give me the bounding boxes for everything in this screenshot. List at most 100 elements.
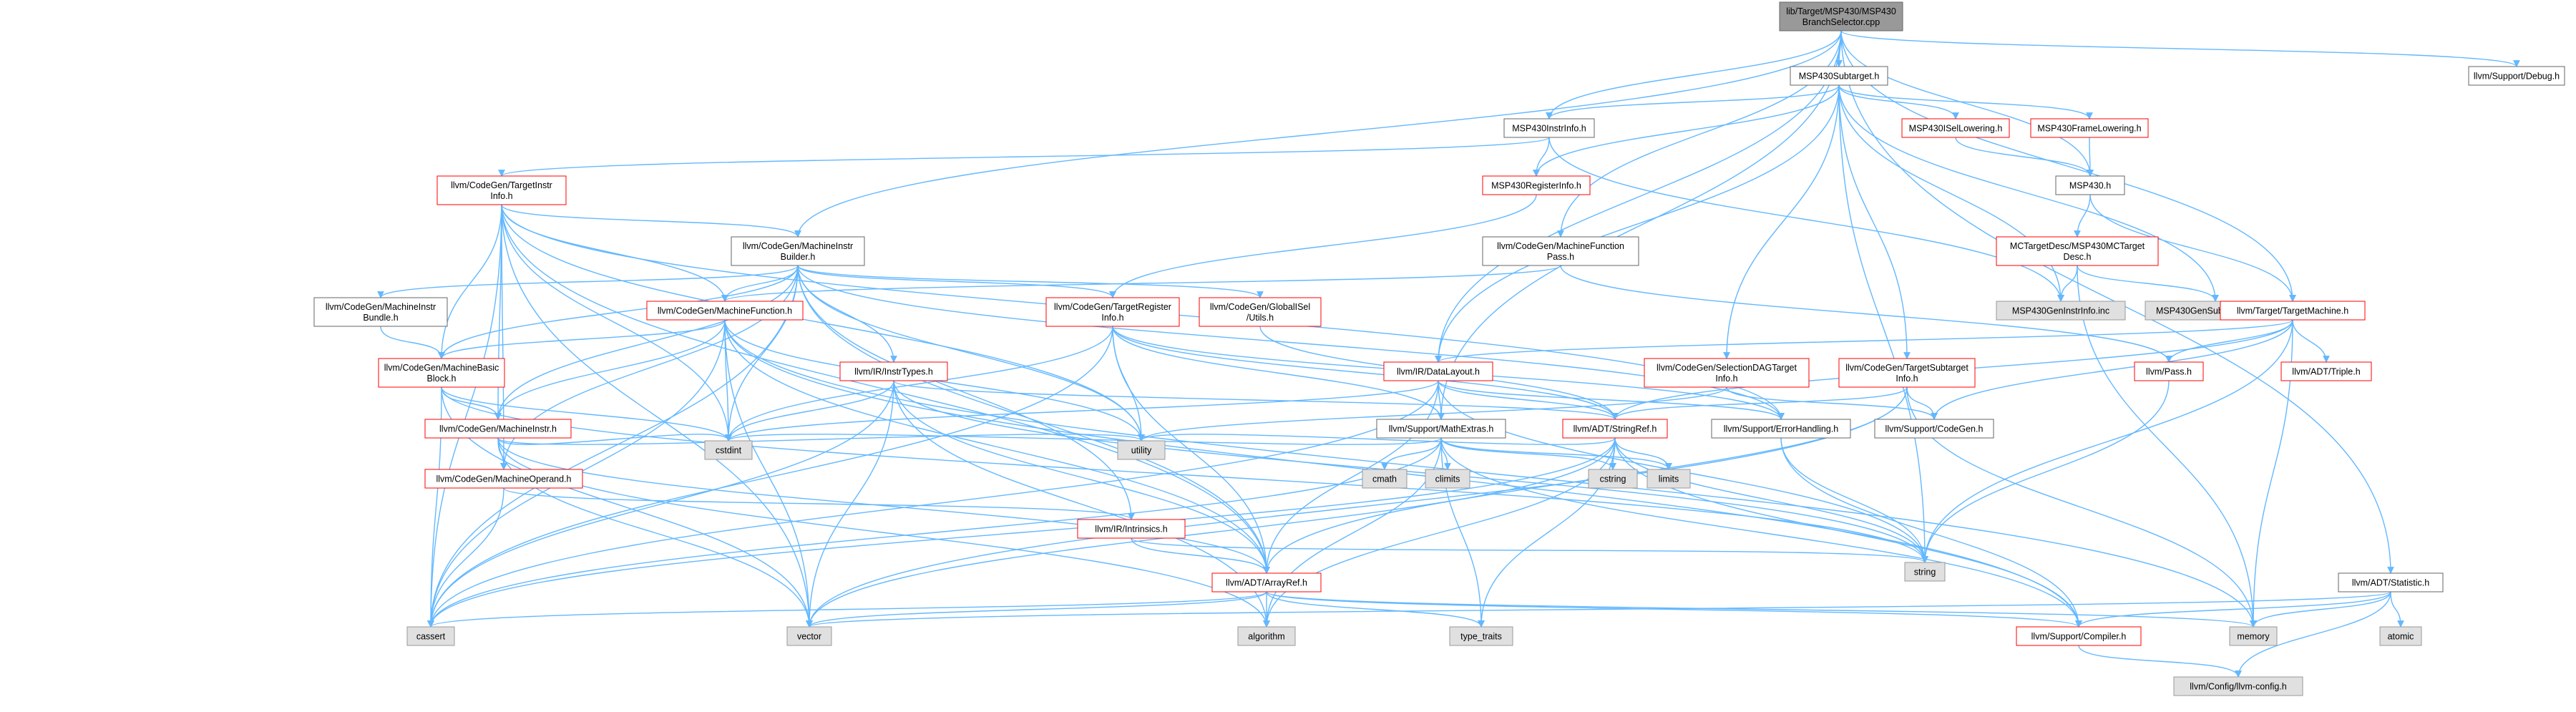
node-datalayout[interactable]: llvm/IR/DataLayout.h xyxy=(1383,361,1493,381)
node-box xyxy=(1996,236,2159,266)
node-mf[interactable]: llvm/CodeGen/MachineFunction.h xyxy=(646,301,804,321)
node-label: Info.h xyxy=(1715,374,1737,384)
node-label: Builder.h xyxy=(781,252,816,262)
node-debug[interactable]: llvm/Support/Debug.h xyxy=(2468,66,2565,86)
node-targetmachine[interactable]: llvm/Target/TargetMachine.h xyxy=(2220,301,2366,321)
node-label: /Utils.h xyxy=(1246,313,1274,323)
node-label: memory xyxy=(2237,632,2270,642)
edge-targetmachine-to-datalayout xyxy=(1435,319,2293,363)
edge-mi-to-vector xyxy=(497,437,813,628)
node-label: utility xyxy=(1131,446,1152,456)
node-codegen[interactable]: llvm/Support/CodeGen.h xyxy=(1874,419,1994,439)
node-instrinfo[interactable]: MSP430InstrInfo.h xyxy=(1503,118,1595,138)
node-label: algorithm xyxy=(1248,632,1284,642)
node-label: llvm/CodeGen/SelectionDAGTarget xyxy=(1657,363,1797,373)
node-label: llvm/IR/Intrinsics.h xyxy=(1095,525,1167,535)
node-label: lib/Target/MSP430/MSP430 xyxy=(1786,6,1896,16)
edge-mi-to-utility xyxy=(497,434,1145,445)
edge-mfpass-to-pass xyxy=(1560,265,2172,363)
node-subtarget[interactable]: MSP430Subtarget.h xyxy=(1790,66,1888,86)
node-errorhandling[interactable]: llvm/Support/ErrorHandling.h xyxy=(1711,419,1851,439)
edge-instrtypes-to-string xyxy=(893,380,1928,563)
node-box xyxy=(1376,419,1506,439)
node-box xyxy=(1237,626,1296,646)
node-label: llvm/CodeGen/MachineInstr.h xyxy=(439,424,557,434)
edge-instrtypes-to-vector xyxy=(806,380,894,628)
edge-mo-to-intrinsics xyxy=(503,487,1135,520)
edge-instrinfo-to-reginfo xyxy=(1533,137,1550,177)
node-cstdint: cstdint xyxy=(704,440,753,460)
edge-mbb-to-cstdint xyxy=(441,386,732,442)
edge-mf-to-vector xyxy=(724,319,813,628)
node-root[interactable]: lib/Target/MSP430/MSP430BranchSelector.c… xyxy=(1779,1,1903,31)
node-box xyxy=(2280,361,2372,381)
node-box xyxy=(1045,297,1180,327)
edge-targetreg-to-mathextras xyxy=(1112,326,1445,420)
edge-targetmachine-to-string xyxy=(1921,319,2293,563)
node-stringref[interactable]: llvm/ADT/StringRef.h xyxy=(1562,419,1668,439)
node-intrinsics[interactable]: llvm/IR/Intrinsics.h xyxy=(1077,519,1186,539)
node-label: cmath xyxy=(1372,474,1397,484)
edge-subtarget-to-datalayout xyxy=(1435,84,1840,363)
edge-targetmachine-to-pass xyxy=(2165,319,2293,363)
edge-root-to-datalayout xyxy=(1435,30,1842,363)
node-msp430h[interactable]: MSP430.h xyxy=(2055,175,2125,195)
node-compiler[interactable]: llvm/Support/Compiler.h xyxy=(2016,626,2142,646)
node-statistic[interactable]: llvm/ADT/Statistic.h xyxy=(2338,572,2444,592)
edge-stringref-to-compiler xyxy=(1614,437,2082,628)
node-label: MSP430.h xyxy=(2069,181,2111,191)
edge-seldag-to-utility xyxy=(1138,386,1727,442)
node-box xyxy=(2220,301,2366,321)
edge-intrinsics-to-arrayref xyxy=(1131,537,1270,574)
edge-stringref-to-vector xyxy=(806,437,1616,628)
node-gisel[interactable]: llvm/CodeGen/GlobalISel/Utils.h xyxy=(1199,297,1322,327)
node-label: llvm/CodeGen/MachineFunction.h xyxy=(658,306,792,316)
node-triple[interactable]: llvm/ADT/Triple.h xyxy=(2280,361,2372,381)
node-box xyxy=(1383,361,1493,381)
edge-instrtypes-to-stringref xyxy=(893,380,1619,420)
node-isel[interactable]: MSP430ISelLowering.h xyxy=(1901,118,2010,138)
node-frame[interactable]: MSP430FrameLowering.h xyxy=(2030,118,2149,138)
edge-mathextras-to-cmath xyxy=(1381,437,1442,470)
node-box xyxy=(1362,469,1407,489)
node-box xyxy=(1779,1,1903,31)
edge-mi-to-cstdint xyxy=(497,434,732,445)
node-label: llvm/Pass.h xyxy=(2146,367,2192,377)
edge-mathextras-to-cstring xyxy=(1440,437,1616,470)
edge-mf-to-memory xyxy=(724,319,2257,628)
edge-targetreg-to-cstdint xyxy=(725,326,1113,442)
node-arrayref[interactable]: llvm/ADT/ArrayRef.h xyxy=(1211,572,1322,592)
node-label: llvm/CodeGen/MachineBasic xyxy=(384,363,499,373)
edge-mibundle-to-mbb xyxy=(380,326,445,359)
node-pass[interactable]: llvm/Pass.h xyxy=(2134,361,2204,381)
node-label: llvm/Support/MathExtras.h xyxy=(1389,424,1494,434)
node-box xyxy=(2173,676,2303,696)
node-instrtypes[interactable]: llvm/IR/InstrTypes.h xyxy=(839,361,948,381)
node-typetraits: type_traits xyxy=(1449,626,1513,646)
node-box xyxy=(378,358,505,388)
node-box xyxy=(2338,572,2444,592)
edge-subtarget-to-seldag xyxy=(1723,84,1840,359)
edge-mf-to-arrayref xyxy=(724,319,1270,574)
node-mi[interactable]: llvm/CodeGen/MachineInstr.h xyxy=(424,419,572,439)
node-mathextras[interactable]: llvm/Support/MathExtras.h xyxy=(1376,419,1506,439)
node-label: cstring xyxy=(1600,474,1626,484)
node-box xyxy=(2468,66,2565,86)
node-mo[interactable]: llvm/CodeGen/MachineOperand.h xyxy=(424,469,583,489)
node-reginfo[interactable]: MSP430RegisterInfo.h xyxy=(1482,175,1591,195)
edge-targetinstr-to-cstdint xyxy=(501,204,732,442)
edge-mathextras-to-compiler xyxy=(1440,437,2082,628)
node-label: llvm/Support/CodeGen.h xyxy=(1885,424,1984,434)
node-label: llvm/IR/InstrTypes.h xyxy=(854,367,933,377)
edge-instrtypes-to-arrayref xyxy=(893,380,1270,574)
edge-mctarget-to-gensub xyxy=(2077,265,2219,302)
